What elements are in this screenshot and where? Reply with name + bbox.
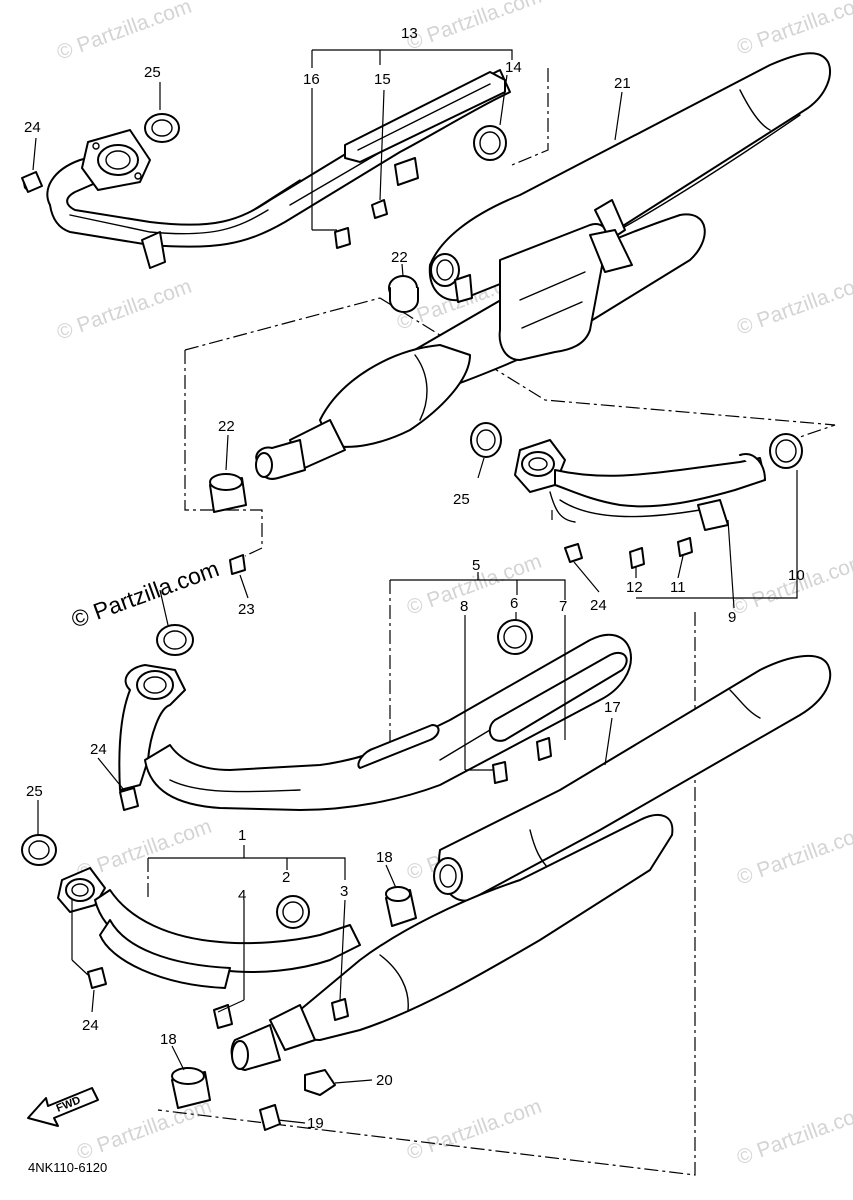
callout-9: 9: [728, 609, 736, 626]
callout-15: 15: [374, 71, 391, 88]
callout-24d: 24: [82, 1017, 99, 1034]
small-parts: [21, 113, 803, 1131]
diagram-code: 4NK110-6120: [28, 1160, 107, 1175]
forward-arrow: FWD: [27, 1087, 99, 1127]
callout-12: 12: [626, 579, 643, 596]
callout-22: 22: [391, 249, 408, 266]
watermark: © Partzilla.com: [729, 550, 853, 620]
callout-leaders: [32, 49, 798, 1124]
callout-22b: 22: [218, 418, 235, 435]
watermark: © Partzilla.com: [734, 820, 853, 890]
watermark: © Partzilla.com: [734, 0, 853, 60]
callout-10: 10: [788, 567, 805, 584]
callout-25b: 25: [453, 491, 470, 508]
muffler-upper: [255, 52, 831, 480]
callout-8: 8: [460, 598, 468, 615]
callout-24b: 24: [590, 597, 607, 614]
watermark: © Partzilla.com: [404, 0, 545, 55]
callout-20: 20: [376, 1072, 393, 1089]
callout-16: 16: [303, 71, 320, 88]
watermark: © Partzilla.com: [734, 270, 853, 340]
callout-numbers: 13 25 16 15 14 21 24 22 22 25 23 24 12 1…: [24, 25, 805, 1132]
callout-3: 3: [340, 883, 348, 900]
watermark-primary: © Partzilla.com: [68, 555, 223, 632]
callout-1: 1: [238, 827, 246, 844]
header-pipe-middle: [118, 633, 632, 811]
watermark: © Partzilla.com: [54, 275, 195, 345]
muffler-lower: [57, 654, 832, 1071]
callout-25c: 25: [26, 783, 43, 800]
watermark: © Partzilla.com: [734, 1100, 853, 1170]
callout-11: 11: [670, 579, 686, 596]
watermark-layer: © Partzilla.com © Partzilla.com © Partzi…: [54, 0, 853, 1170]
watermark: © Partzilla.com: [54, 0, 195, 65]
callout-13: 13: [401, 25, 418, 42]
header-pipe-upper: [46, 69, 511, 269]
callout-7: 7: [559, 598, 567, 615]
callout-18b: 18: [160, 1031, 177, 1048]
callout-21: 21: [614, 75, 631, 92]
callout-17: 17: [604, 699, 621, 716]
callout-5: 5: [472, 557, 480, 574]
callout-4: 4: [238, 887, 246, 904]
callout-18: 18: [376, 849, 393, 866]
callout-19: 19: [307, 1115, 324, 1132]
callout-14: 14: [505, 59, 522, 76]
callout-25: 25: [144, 64, 161, 81]
callout-6: 6: [510, 595, 518, 612]
watermark: © Partzilla.com: [74, 1095, 215, 1165]
assembly-boundaries: [147, 68, 836, 1176]
callout-24c: 24: [90, 741, 107, 758]
callout-23: 23: [238, 601, 255, 618]
callout-24: 24: [24, 119, 41, 136]
callout-2: 2: [282, 869, 290, 886]
